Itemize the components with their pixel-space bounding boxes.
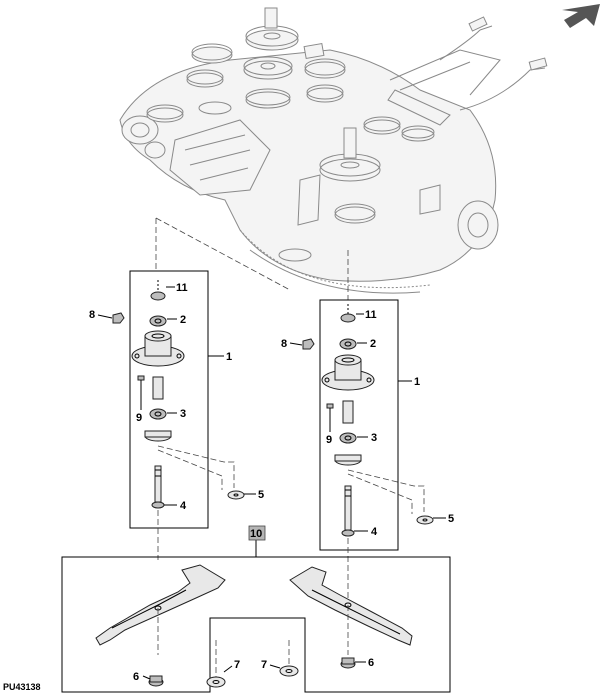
left-blade-part [95, 564, 226, 655]
callout-7-right: 7 [261, 659, 267, 671]
callout-11-right: 11 [365, 309, 377, 321]
bolt-part [148, 675, 164, 687]
assembly-leader-lines [155, 217, 349, 300]
callout-11-left: 11 [176, 282, 188, 294]
callout-3-left: 3 [180, 408, 186, 420]
callout-3-right: 3 [371, 432, 377, 444]
blade-group-frame [61, 556, 451, 693]
cap-part [150, 291, 166, 301]
right-spindle-assembly: 11 8 2 1 9 3 5 4 [281, 299, 454, 600]
nut-part [112, 312, 125, 324]
bolt-part [340, 657, 356, 669]
callout-7-left: 7 [234, 659, 240, 671]
callout-9-right: 9 [326, 434, 332, 446]
spindle-shaft-part [151, 465, 165, 509]
callout-9-left: 9 [136, 412, 142, 424]
bolt-part [326, 403, 334, 424]
nav-arrow-icon[interactable] [562, 4, 600, 28]
right-blade-part [289, 566, 413, 655]
callout-2-left: 2 [180, 314, 186, 326]
pulley-icon [245, 7, 299, 51]
callout-8-left: 8 [89, 309, 95, 321]
spindle-housing-part [321, 354, 375, 391]
callout-5-right: 5 [448, 513, 454, 525]
callout-4-left: 4 [180, 500, 187, 512]
mower-deck-illustration [119, 7, 548, 294]
callout-5-left: 5 [258, 489, 264, 501]
figure-id: PU43138 [3, 682, 41, 692]
bolt-part [137, 375, 145, 398]
right-spindle-box [319, 299, 399, 551]
callout-10: 10 [250, 528, 262, 540]
callout-6-left: 6 [133, 671, 139, 683]
callout-8-right: 8 [281, 338, 287, 350]
callout-6-right: 6 [368, 657, 374, 669]
callout-4-right: 4 [371, 526, 378, 538]
left-spindle-assembly: 11 8 2 1 9 3 5 4 [89, 270, 264, 560]
bearing-part [149, 315, 167, 327]
washer-part [206, 676, 226, 688]
spacer-part [152, 376, 164, 400]
spindle-housing-part [131, 330, 185, 367]
washer-part [279, 665, 299, 677]
spindle-shaft-part [341, 485, 355, 537]
blade-group: 10 [61, 525, 451, 693]
left-spindle-box [129, 270, 209, 529]
callout-2-right: 2 [370, 338, 376, 350]
callout-1-right: 1 [414, 376, 420, 388]
callout-10-badge [248, 525, 266, 541]
callout-1-left: 1 [226, 351, 232, 363]
